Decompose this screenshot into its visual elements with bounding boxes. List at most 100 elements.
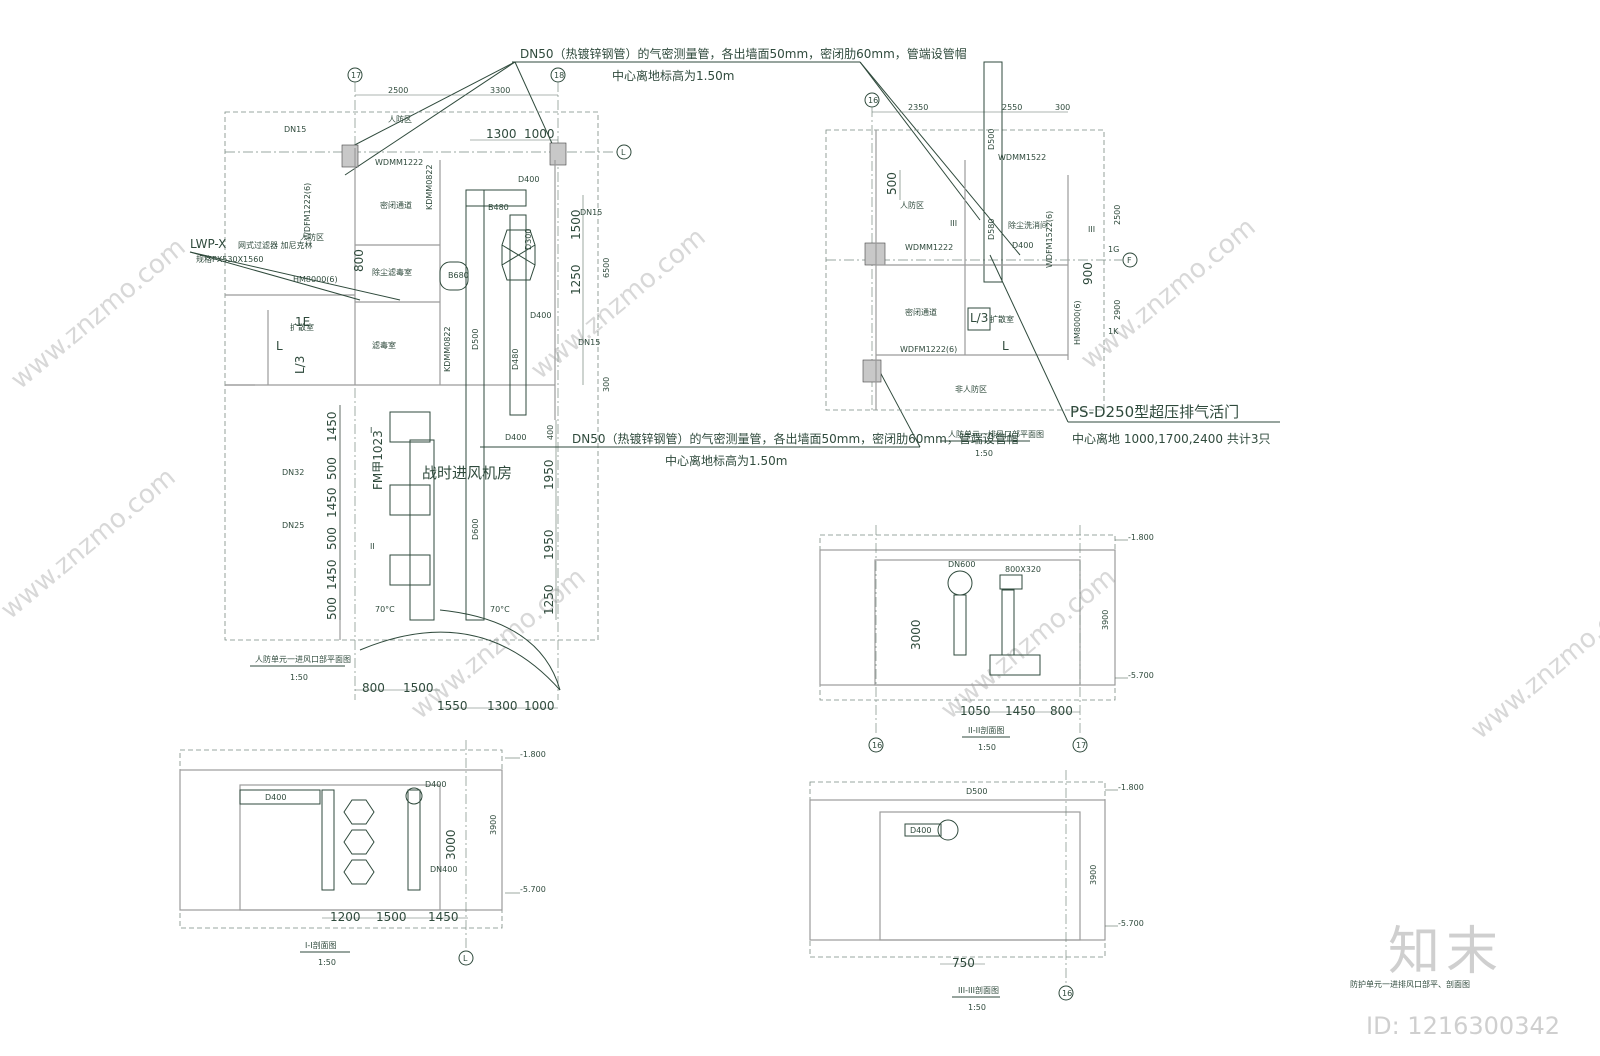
plan-label: 1E: [295, 315, 310, 329]
watermark-text: www.znzmo.com: [1465, 582, 1600, 745]
room-label: 人防区: [900, 200, 924, 210]
duct-horizontal: [465, 189, 527, 207]
equipment-label: 规格PX530X1560: [196, 254, 263, 264]
label-box: [967, 307, 991, 331]
duct-label: D400: [265, 793, 286, 802]
room-label: 非人防区: [955, 384, 987, 394]
section-room: [239, 784, 441, 911]
level-text: -1.800: [1118, 783, 1144, 792]
duct-label: D400: [1012, 241, 1033, 250]
plan-label: L: [1002, 339, 1009, 353]
dimension-text: 1950: [542, 459, 556, 490]
duct-label: D400: [518, 175, 539, 184]
filter-unit: [343, 799, 375, 825]
valve-note-line1: PS-D250型超压排气活门: [1070, 403, 1239, 421]
door-swing-arc: [359, 631, 561, 691]
leader-line: [879, 371, 921, 448]
axis-bubble: [868, 737, 884, 753]
drawing-title: 人防单元一排风口部平面图: [948, 429, 1044, 439]
dimension-text: 1250: [569, 264, 583, 295]
drawing-scale: 1:50: [978, 743, 996, 752]
section-3: -1.800 -5.700 D500 D400 3900 750 III-III…: [809, 770, 1144, 1012]
watermark-text: www.znzmo.com: [1075, 212, 1261, 375]
duct-label: D500: [966, 787, 987, 796]
section-2: -1.800 -5.700 DN600 800X320 3000 3900 10…: [819, 525, 1154, 753]
duct-elbow: [439, 261, 469, 291]
dimension-text: 1500: [376, 910, 407, 924]
plan-label: L: [276, 339, 283, 353]
leader-line: [344, 61, 516, 176]
filter-unit: [343, 829, 375, 855]
dimension-text: 800: [1050, 704, 1073, 718]
duct-vertical: [407, 789, 421, 891]
dimension-text: 1300: [486, 127, 517, 141]
leader-line: [859, 61, 1021, 256]
dimension-text: 3900: [489, 815, 498, 835]
room-label: 除尘洗消间: [1008, 220, 1048, 230]
watermark-text: www.znzmo.com: [0, 462, 182, 625]
section-1: -1.800 -5.700 D400 D400 DN400 3000 3900 …: [179, 740, 546, 967]
duct-vertical: [409, 439, 435, 621]
door-label: WDMM1222: [375, 158, 423, 167]
axis-bubble: [458, 950, 474, 966]
axis-bubble: [1072, 737, 1088, 753]
axis-label: L: [463, 954, 468, 963]
drawing-title: I-I剖面图: [305, 940, 337, 950]
room-label: 人防区: [300, 232, 324, 242]
dimension-text: 1550: [437, 699, 468, 713]
level-text: -5.700: [1128, 671, 1154, 680]
dimension-text: 1000: [524, 127, 555, 141]
room-label: 扩散室: [290, 322, 314, 332]
drawing-title: III-III剖面图: [958, 985, 999, 995]
axis-bubble: [1058, 985, 1074, 1001]
leader-line: [989, 254, 1069, 423]
door-label: FM甲1023: [371, 430, 385, 490]
right-plan: 16 F 2350 2550 300 WDMM1522 WDMM1222 WDF…: [825, 61, 1280, 458]
wall-column: [549, 142, 567, 166]
room-label: 密闭通道: [380, 200, 412, 210]
door-label: KDMM0822: [425, 164, 434, 210]
door-label: WDFM1522(6): [1045, 211, 1054, 268]
filter-unit: [343, 859, 375, 885]
duct-section-circle: [947, 570, 973, 596]
dimension-text: 2350: [908, 103, 928, 112]
valve-note-line2: 中心离地 1000,1700,2400 共计3只: [1072, 431, 1271, 446]
left-plan: 17 18 L 2500 3300 1300 1000 人防区 WDMM1222…: [189, 67, 632, 713]
dimension-text: 1050: [960, 704, 991, 718]
axis-label: 16: [868, 96, 878, 105]
equipment-label: 网式过滤器 加尼克林: [238, 240, 313, 250]
dimension-text: 1450: [1005, 704, 1036, 718]
axis-label: 16: [872, 741, 882, 750]
duct-label: D300: [524, 229, 533, 250]
axis-label: L: [621, 148, 626, 157]
axis-label: F: [1127, 256, 1132, 265]
watermark-text: www.znzmo.com: [525, 222, 711, 385]
door-swing-arc: [439, 609, 561, 691]
section-mark: III: [950, 219, 957, 228]
axis-label: 17: [351, 71, 361, 80]
axis-label: 18: [554, 71, 564, 80]
top-note-line2: 中心离地标高为1.50m: [612, 68, 734, 83]
leader-line: [514, 61, 556, 151]
watermark-layer: www.znzmo.com www.znzmo.com www.znzmo.co…: [0, 212, 1600, 745]
drawing-scale: 1:50: [318, 958, 336, 967]
dimension-text: 300: [602, 377, 611, 392]
plan-boundary: [224, 111, 599, 641]
dimension-text: 300: [1055, 103, 1070, 112]
duct-label: D500: [471, 329, 480, 350]
duct-label: D480: [511, 349, 520, 370]
mid-note-line1: DN50（热镀锌钢管）的气密测量管，各出墙面50mm，密闭肋60mm，管端设管帽: [572, 431, 1019, 446]
dimension-text: 3000: [909, 619, 923, 650]
duct-horizontal: [904, 823, 942, 837]
leader-line: [859, 61, 981, 221]
level-text: -5.700: [520, 885, 546, 894]
section-boundary: [809, 781, 1106, 958]
equipment-label: DN15: [284, 125, 306, 134]
dimension-text: 1450: [325, 411, 339, 442]
dimension-text: 750: [952, 956, 975, 970]
mid-note-line2: 中心离地标高为1.50m: [665, 453, 787, 468]
duct-label: B680: [448, 271, 469, 280]
dimension-text: 1200: [330, 910, 361, 924]
dimension-text: 1450: [428, 910, 459, 924]
